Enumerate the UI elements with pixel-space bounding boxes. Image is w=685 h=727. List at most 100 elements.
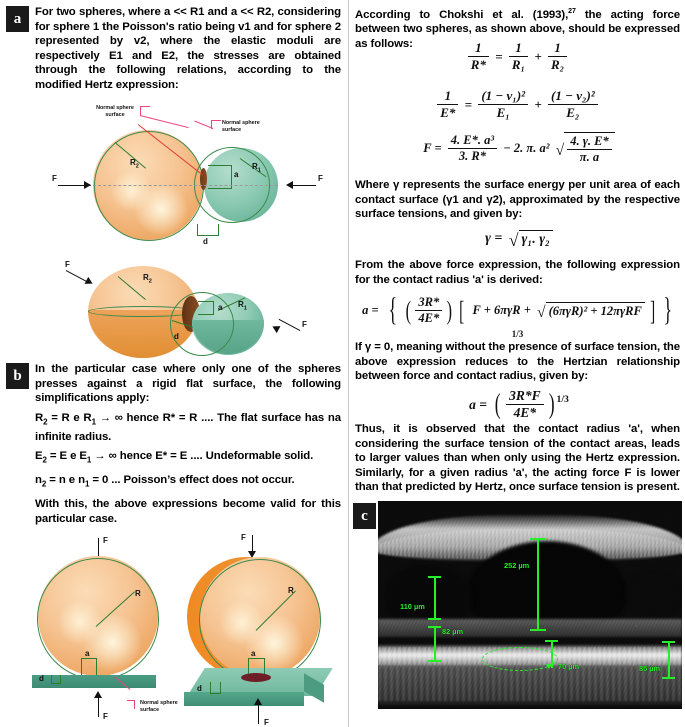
cutaway-force-arrow-upper-shaft bbox=[65, 270, 88, 283]
d-bracket-left bbox=[197, 224, 198, 236]
label-R1: R1 bbox=[252, 162, 261, 174]
oct-measurement-110: 110 µm bbox=[400, 602, 425, 611]
eq5-close-brace: } bbox=[663, 292, 673, 328]
b-left-force-bottom-shaft bbox=[98, 695, 100, 717]
b-right-a-bracket-right bbox=[264, 658, 265, 674]
equation-effective-radius: 1 R* = 1 R₁ + 1 R₂ bbox=[355, 40, 680, 73]
eq3-lhs: F = bbox=[423, 141, 442, 155]
oct-measurement-85: 85 µm bbox=[639, 664, 661, 673]
oct-caliper-252-line bbox=[537, 538, 539, 630]
eq6-exponent: 1/3 bbox=[556, 394, 569, 406]
cutaway-label-F-lower: F bbox=[302, 320, 307, 329]
oct-left-cavity bbox=[384, 565, 472, 627]
sphere-on-flat-2d-diagram: F a d R F bbox=[14, 532, 189, 727]
eq3-radicand-fraction: 4. γ. E* π. a bbox=[567, 134, 612, 165]
b-left-label-normal-surface: Normal sphere surface bbox=[140, 700, 178, 713]
b-left-label-F-top: F bbox=[103, 536, 108, 545]
eq1-lhs: 1 R* bbox=[467, 40, 489, 73]
eq5-open-brace: { bbox=[388, 292, 397, 328]
b-right-d-bracket-bottom bbox=[210, 693, 221, 694]
b-left-label-a: a bbox=[85, 649, 90, 658]
b-right-label-R: R bbox=[288, 586, 294, 595]
oct-dashed-ellipse-marker bbox=[482, 647, 558, 671]
cutaway-force-arrow-lower-shaft bbox=[278, 318, 301, 332]
b-left-force-bottom-head bbox=[94, 691, 102, 698]
b-left-a-bracket-top bbox=[81, 658, 97, 659]
pink-leader-left-diagonal bbox=[139, 115, 189, 129]
eq5-sqrt-sign: √ bbox=[536, 303, 546, 321]
b-right-label-F-bottom: F bbox=[264, 718, 269, 727]
eq1-equals: = bbox=[495, 48, 503, 64]
pink-leader-right-top bbox=[211, 120, 221, 121]
oct-global-speckle bbox=[378, 501, 682, 709]
b-right-force-top-head bbox=[248, 551, 256, 558]
panel-b-closing: With this, the above expressions become … bbox=[35, 498, 341, 525]
d-bracket-right bbox=[218, 224, 219, 236]
oct-central-cavity bbox=[466, 541, 628, 631]
gamma-definition-text: Where γ represents the surface energy pe… bbox=[355, 179, 680, 221]
cutaway-label-R1: R1 bbox=[238, 300, 247, 312]
panel-b-line1: R2 = R e R1 → ∞ hence R* = R .... The fl… bbox=[35, 411, 341, 443]
b-right-a-bracket-top bbox=[248, 658, 265, 659]
panel-a-letter: a bbox=[13, 10, 22, 27]
eq5-open-bracket: [ bbox=[459, 294, 465, 326]
two-sphere-contact-diagram: Normal sphere surface Normal sphere surf… bbox=[30, 100, 342, 260]
panel-b-letter: b bbox=[13, 367, 22, 384]
eq3-radical: 4. γ. E* π. a bbox=[564, 132, 615, 165]
eq5-lhs: a = bbox=[362, 303, 379, 317]
label-d: d bbox=[203, 237, 208, 246]
equation-hertz-contact-radius: a = ( 3R*F 4E* )1/3 bbox=[355, 388, 680, 421]
b-right-a-bracket-left bbox=[248, 658, 249, 674]
panel-b-intro: In the particular case where only one of… bbox=[35, 363, 341, 405]
b-left-force-top-shaft bbox=[98, 538, 100, 564]
eq5-close-paren: ) bbox=[447, 295, 453, 325]
cutaway-label-F-upper: F bbox=[65, 260, 70, 269]
eq6-lhs: a = bbox=[469, 396, 487, 412]
oct-measurement-252: 252 µm bbox=[504, 561, 530, 570]
b-right-d-bracket-left bbox=[210, 682, 211, 694]
oct-measurement-82: 82 µm bbox=[442, 627, 464, 636]
cutaway-a-bracket-right bbox=[213, 301, 214, 314]
oct-measurement-70: 70 µm bbox=[558, 662, 580, 671]
b-left-label-R: R bbox=[135, 589, 141, 598]
oct-caliper-110-bottom-cap bbox=[428, 618, 441, 620]
eq5-radical: (6πγR)² + 12πγRF bbox=[545, 302, 645, 319]
center-axis bbox=[88, 185, 278, 186]
oct-caliper-85-top-cap bbox=[662, 641, 675, 643]
panel-a-badge: a bbox=[6, 6, 29, 32]
oct-choroid bbox=[378, 665, 682, 705]
oct-caliper-252-bottom-cap bbox=[530, 629, 546, 631]
panel-b-line2: E2 = E e E1 → ∞ hence E* = E .... Undefo… bbox=[35, 450, 314, 465]
b-right-label-a: a bbox=[251, 649, 256, 658]
panel-b-line3: n2 = n e n1 = 0 ... Poisson’s effect doe… bbox=[35, 474, 295, 489]
b-right-force-bottom-shaft bbox=[258, 702, 260, 724]
derivation-text: From the above force expression, the fol… bbox=[355, 259, 680, 286]
oct-caliper-82-bottom-cap bbox=[428, 660, 441, 662]
eq3-middle-term: − 2. π. a² bbox=[503, 141, 550, 155]
citation-superscript: 27 bbox=[568, 8, 576, 15]
b-right-force-bottom-head bbox=[254, 698, 262, 705]
oct-caliper-85-bottom-cap bbox=[662, 677, 675, 679]
label-normal-sphere-surface-left: Normal sphere surface bbox=[96, 105, 134, 118]
d-bracket-bottom bbox=[197, 235, 219, 236]
b-left-label-F-bottom: F bbox=[103, 712, 108, 721]
a-bracket-top bbox=[208, 165, 232, 166]
column-divider bbox=[348, 0, 349, 727]
b-left-pink-leader-top bbox=[127, 700, 135, 701]
oct-caliper-110-top-cap bbox=[428, 576, 441, 578]
eq1-term1: 1 R₁ bbox=[508, 40, 529, 73]
b-left-a-bracket-left bbox=[81, 658, 82, 675]
eq5-open-paren: ( bbox=[405, 295, 411, 325]
b-left-a-bracket-right bbox=[96, 658, 97, 675]
left-column: a For two spheres, where a << R1 and a <… bbox=[6, 6, 342, 727]
cutaway-normal-outline bbox=[170, 292, 234, 356]
oct-mid-layer bbox=[378, 619, 682, 637]
hertz-text: If γ = 0, meaning without the presence o… bbox=[355, 341, 680, 383]
conclusion-text: Thus, it is observed that the contact ra… bbox=[355, 423, 680, 494]
b-right-d-bracket-right bbox=[220, 682, 221, 694]
cutaway-force-arrow-lower-head bbox=[270, 322, 281, 334]
cutaway-a-bracket-top bbox=[198, 301, 214, 302]
oct-caliper-110-line bbox=[434, 576, 436, 620]
label-R2: R2 bbox=[130, 158, 139, 170]
